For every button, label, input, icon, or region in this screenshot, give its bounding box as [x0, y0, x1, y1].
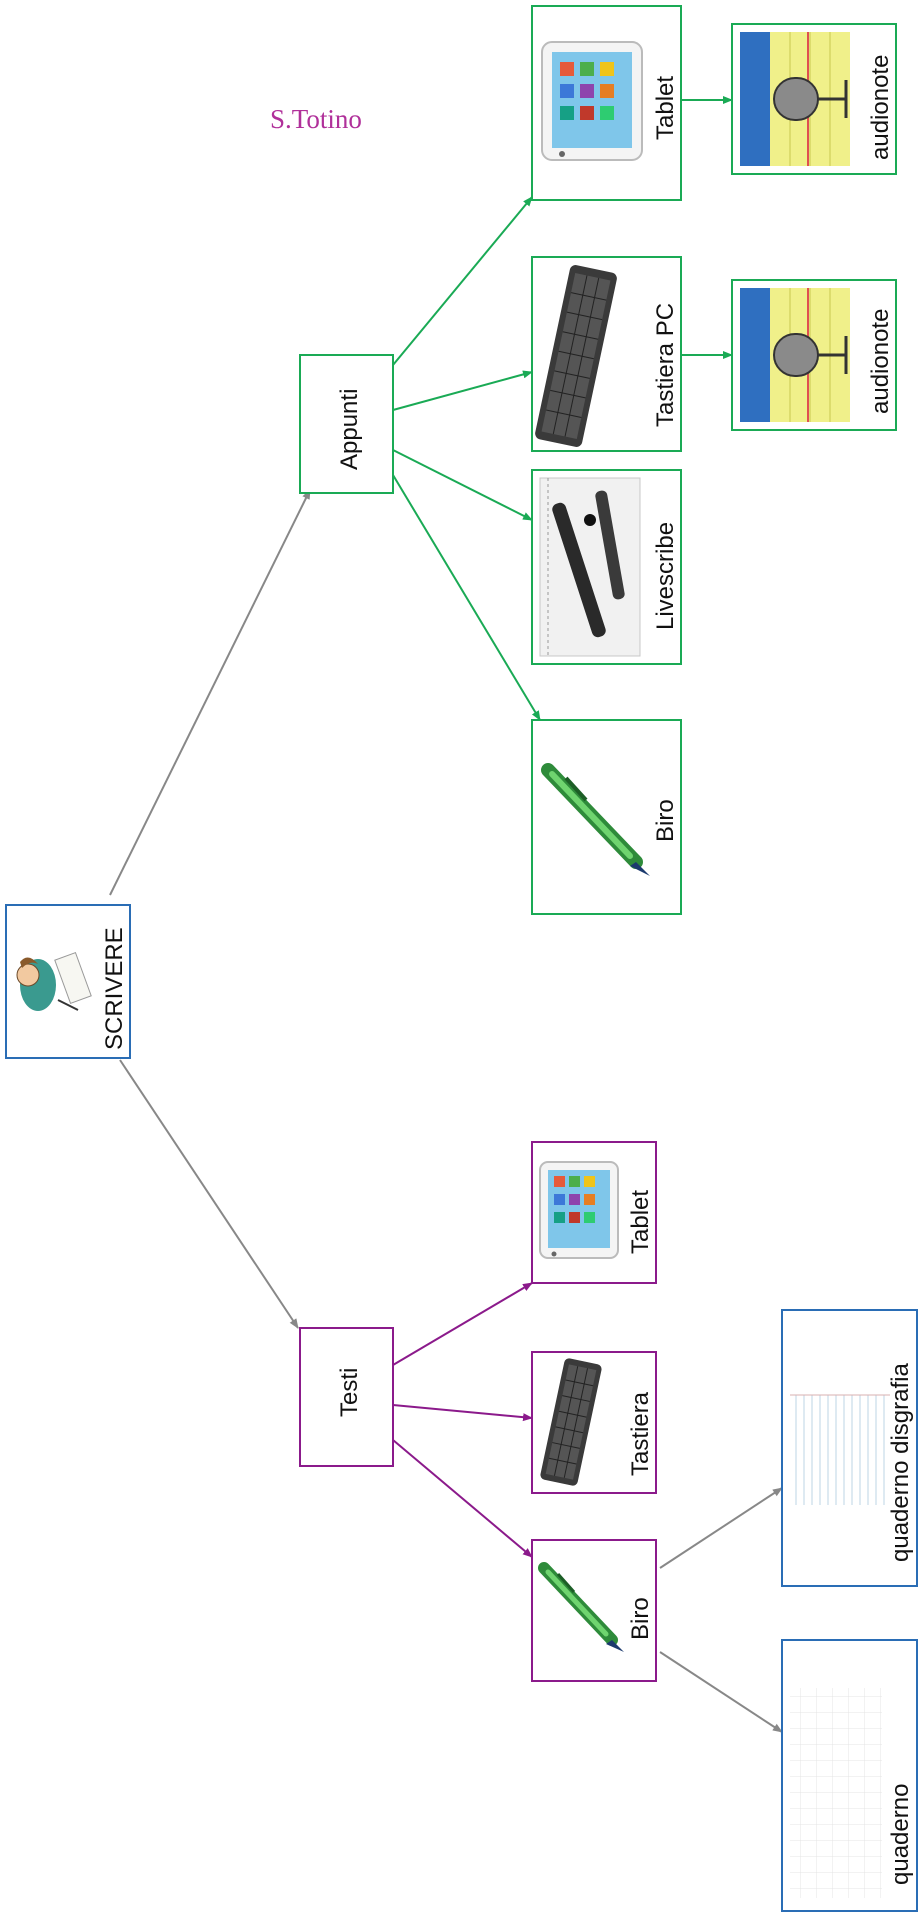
green-pen-icon — [541, 763, 650, 876]
node-testi-tastiera: Tastiera — [531, 1351, 657, 1494]
connector-appunti-livescribe — [392, 449, 533, 521]
green-pen-icon — [538, 1562, 624, 1652]
node-appunti-biro: Biro — [531, 719, 682, 915]
node-label-quaderno-disgrafia: quaderno disgrafia — [887, 1363, 914, 1562]
branch-label-testi: Testi — [336, 1368, 363, 1417]
node-label-quaderno: quaderno — [887, 1784, 914, 1885]
connector-biro-quaderno-disgrafia — [659, 1487, 783, 1569]
branch-node-testi: Testi — [299, 1327, 394, 1467]
connector-testi-biro — [392, 1439, 533, 1558]
node-appunti-tastiera-pc-audionote: audionote — [731, 279, 897, 431]
connectors — [109, 96, 783, 1733]
connector-biro-quaderno — [659, 1651, 783, 1733]
node-quaderno: quaderno — [781, 1639, 918, 1912]
connector-appunti-tastiera-pc — [392, 370, 533, 411]
tablet-icon — [539, 1161, 619, 1259]
node-label-testi-tablet: Tablet — [627, 1190, 654, 1254]
node-label-appunti-tablet: Tablet — [652, 76, 679, 140]
node-appunti-tastiera-pc: Tastiera PC — [531, 256, 682, 452]
author-label: S.Totino — [270, 104, 362, 134]
keyboard-icon — [540, 1358, 602, 1486]
node-label-testi-biro: Biro — [627, 1597, 654, 1640]
lined-notebook-icon — [790, 1394, 890, 1505]
node-label-appunti-tastiera-pc: Tastiera PC — [652, 303, 679, 427]
branch-node-appunti: Appunti — [299, 354, 394, 494]
node-label-appunti-biro: Biro — [652, 799, 679, 842]
node-appunti-livescribe: Livescribe — [531, 469, 682, 665]
connector-root-appunti — [109, 489, 311, 896]
node-testi-tablet: Tablet — [531, 1141, 657, 1284]
connector-appunti-tablet — [392, 196, 533, 366]
root-label: SCRIVERE — [101, 927, 128, 1050]
smartpen-icon — [539, 477, 641, 657]
branch-label-appunti: Appunti — [336, 389, 363, 470]
root-node: SCRIVERE — [5, 904, 131, 1059]
node-appunti-tablet-audionote: audionote — [731, 23, 897, 175]
node-label-appunti-livescribe: Livescribe — [652, 522, 679, 630]
person-writing-icon — [16, 951, 92, 1011]
connector-testi-tastiera — [392, 1404, 533, 1422]
grid-notebook-icon — [790, 1688, 882, 1898]
node-appunti-tablet: Tablet — [531, 5, 682, 201]
microphone-icon — [740, 32, 850, 166]
connector-appunti-biro — [392, 474, 541, 721]
node-label-appunti-tablet-audionote: audionote — [867, 55, 894, 160]
node-label-testi-tastiera: Tastiera — [627, 1391, 654, 1476]
connector-root-testi — [119, 1059, 299, 1329]
tablet-icon — [541, 41, 643, 161]
node-testi-biro: Biro — [531, 1539, 657, 1682]
node-quaderno-disgrafia: quaderno disgrafia — [781, 1309, 918, 1587]
node-label-appunti-tastiera-pc-audionote: audionote — [867, 309, 894, 414]
keyboard-icon — [535, 265, 617, 447]
connector-testi-tablet — [392, 1282, 533, 1366]
microphone-icon — [740, 288, 850, 422]
